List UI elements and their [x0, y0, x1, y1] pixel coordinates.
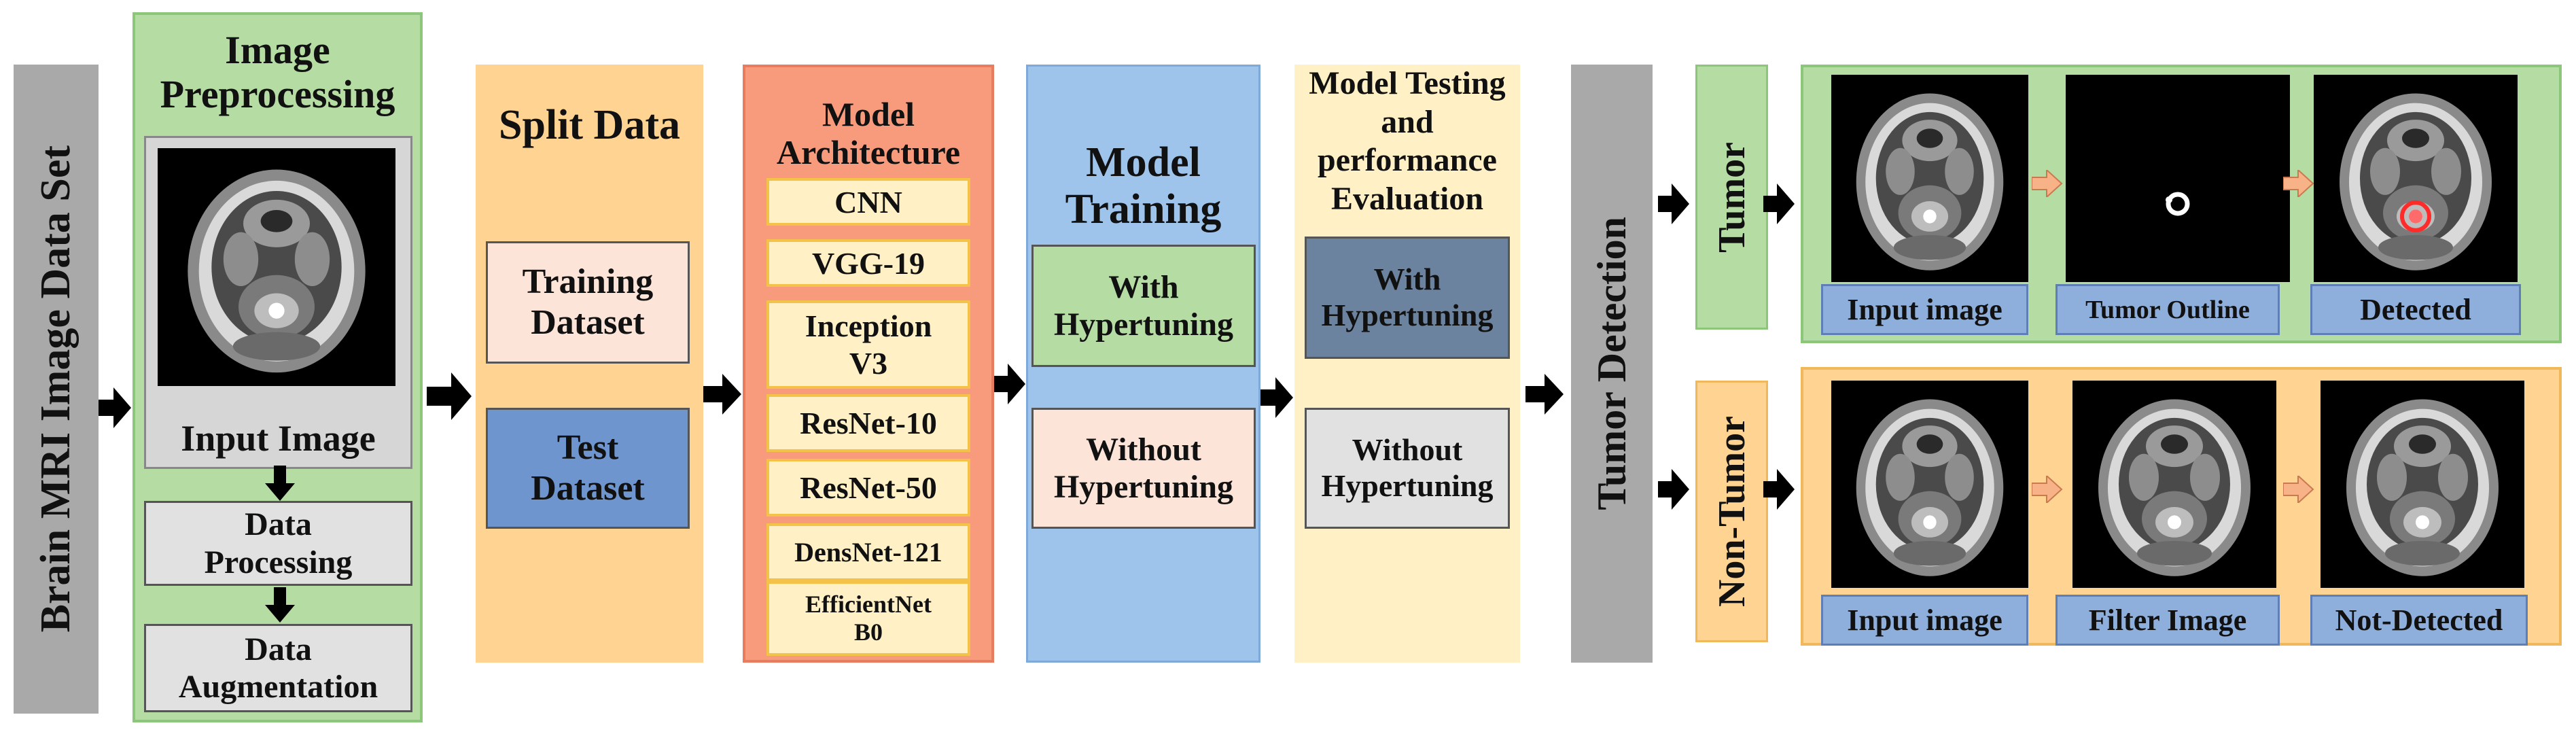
arrow-down-icon: [265, 466, 295, 501]
dataset-title: Brain MRI Image Data Set: [33, 145, 79, 633]
test-dataset-box: Test Dataset: [486, 408, 690, 529]
tumor-label-panel: Tumor: [1695, 65, 1768, 330]
split-panel: [476, 65, 703, 663]
training-title: Model Training: [1065, 139, 1222, 233]
testing-title: Model Testing and performance Evaluation: [1309, 65, 1506, 217]
arrow-right-orange-icon: [2032, 170, 2063, 197]
arrow-right-orange-icon: [2283, 170, 2314, 197]
preprocessing-title: Image Preprocessing: [160, 28, 395, 116]
arrow-right-icon: [1525, 374, 1565, 415]
split-title: Split Data: [499, 102, 680, 148]
testing-without-hypertuning-box: Without Hypertuning: [1305, 408, 1510, 529]
data-augmentation-box: Data Augmentation: [144, 624, 412, 712]
arrow-right-icon: [1260, 377, 1294, 418]
arrow-right-icon: [1658, 184, 1691, 224]
non-tumor-label: Non-Tumor: [1710, 415, 1753, 608]
model-item-densnet121: DensNet-121: [766, 523, 970, 581]
detection-title: Tumor Detection: [1589, 217, 1634, 510]
tumor-input-image: [1831, 75, 2028, 282]
arrow-right-orange-icon: [2032, 476, 2063, 503]
tumor-label: Tumor: [1710, 141, 1753, 253]
tumor-outline-image: [2066, 75, 2290, 282]
detection-panel: Tumor Detection: [1571, 65, 1653, 663]
arrow-right-icon: [1763, 184, 1796, 224]
tumor-detected-image: [2314, 75, 2518, 282]
dataset-panel: Brain MRI Image Data Set: [14, 65, 99, 714]
model-item-efficientnet-b0: EfficientNet B0: [766, 581, 970, 656]
tumor-caption-detected: Detected: [2310, 284, 2521, 335]
tumor-caption-input: Input image: [1821, 284, 2028, 335]
arrow-down-icon: [265, 587, 295, 623]
architecture-title: Model Architecture: [776, 95, 961, 171]
model-item-cnn: CNN: [766, 178, 970, 226]
arrow-right-icon: [1763, 469, 1796, 510]
testing-with-hypertuning-box: With Hypertuning: [1305, 237, 1510, 359]
model-item-resnet10: ResNet-10: [766, 394, 970, 452]
non-tumor-label-panel: Non-Tumor: [1695, 381, 1768, 642]
training-dataset-box: Training Dataset: [486, 241, 690, 364]
arrow-right-icon: [703, 374, 743, 415]
model-item-inception-v3: Inception V3: [766, 300, 970, 389]
non-tumor-filter-image: [2072, 381, 2276, 588]
data-processing-box: Data Processing: [144, 501, 412, 586]
non-tumor-caption-not-detected: Not-Detected: [2310, 595, 2528, 646]
input-image-label: Input Image: [181, 418, 376, 459]
non-tumor-input-image: [1831, 381, 2028, 588]
non-tumor-caption-input: Input image: [1821, 595, 2028, 646]
non-tumor-not-detected-image: [2321, 381, 2524, 588]
arrow-right-icon: [994, 364, 1027, 404]
non-tumor-caption-filter: Filter Image: [2055, 595, 2280, 646]
arrow-right-icon: [1658, 469, 1691, 510]
arrow-right-icon: [99, 387, 133, 428]
model-item-resnet50: ResNet-50: [766, 459, 970, 517]
training-without-hypertuning-box: Without Hypertuning: [1031, 408, 1256, 529]
arrow-right-icon: [427, 372, 473, 420]
training-with-hypertuning-box: With Hypertuning: [1031, 245, 1256, 367]
model-item-vgg19: VGG-19: [766, 239, 970, 287]
input-mri-image: [158, 148, 395, 386]
tumor-caption-outline: Tumor Outline: [2055, 284, 2280, 335]
testing-panel: [1294, 65, 1520, 663]
arrow-right-orange-icon: [2283, 476, 2314, 503]
